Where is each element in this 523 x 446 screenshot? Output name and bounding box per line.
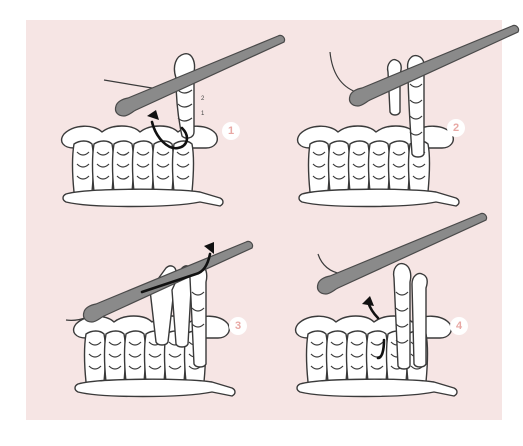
- loop-label-1: 1: [201, 111, 205, 117]
- step-1-illustration: [62, 35, 285, 206]
- step-4-illustration: [296, 213, 487, 396]
- step-badge-4: 4: [450, 317, 468, 335]
- step-2-illustration: [298, 25, 519, 206]
- step-badge-3: 3: [229, 317, 247, 335]
- step-badge-1: 1: [222, 122, 240, 140]
- svg-text:3: 3: [235, 320, 241, 332]
- svg-text:1: 1: [228, 125, 234, 137]
- svg-text:2: 2: [453, 122, 459, 134]
- step-3-illustration: [66, 241, 253, 396]
- svg-text:4: 4: [456, 320, 463, 332]
- step-badge-2: 2: [447, 119, 465, 137]
- loop-label-2: 2: [201, 96, 205, 102]
